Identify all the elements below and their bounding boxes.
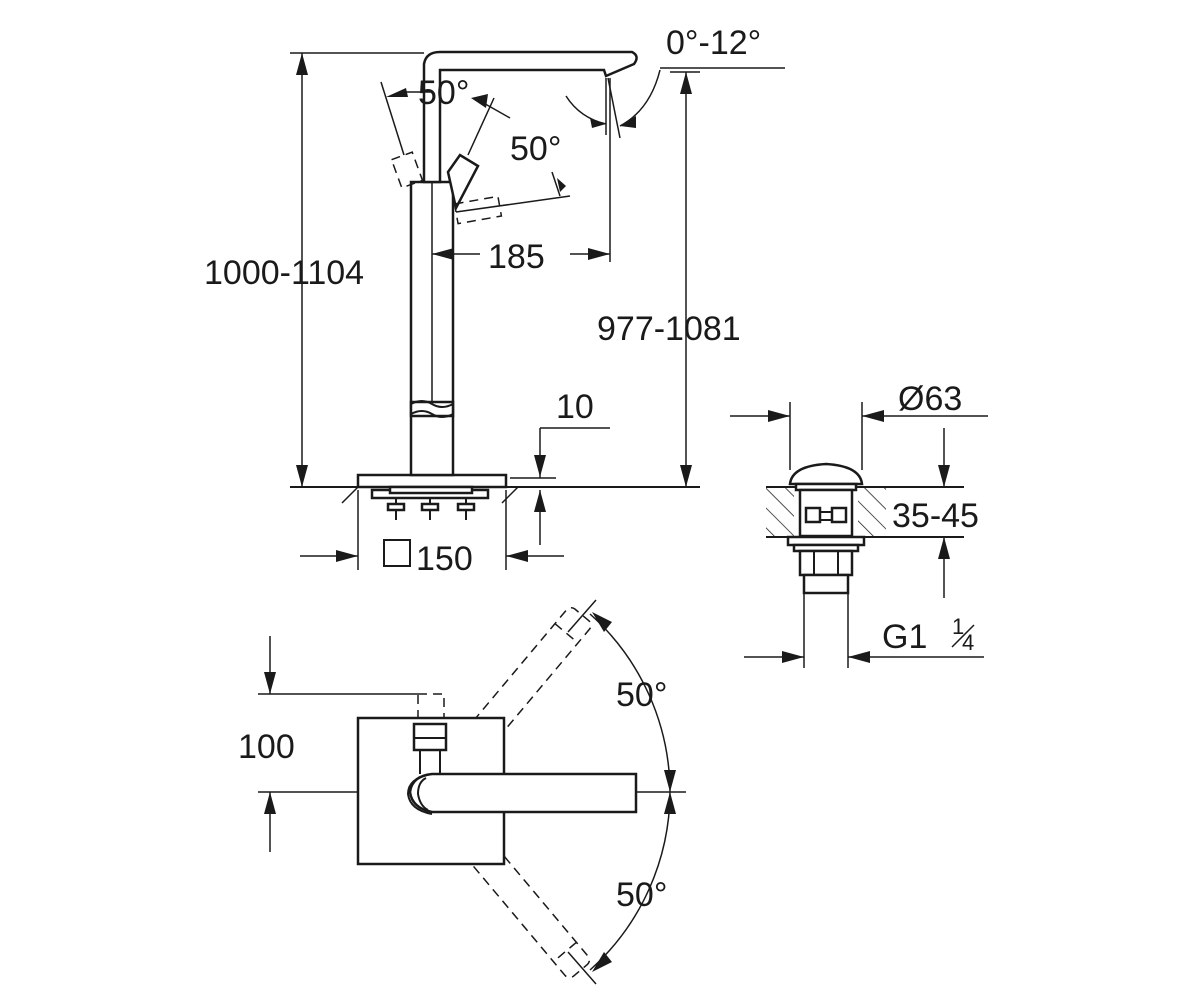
thread-fraction-denominator: 4 [962, 630, 974, 655]
counter-thickness-label: 35-45 [892, 497, 979, 535]
spout-swivel-upper-dashed [422, 606, 592, 801]
lever-angle-left-label: 50° [418, 74, 469, 112]
spout-reach-label: 185 [488, 238, 545, 276]
mounting-bracket [370, 485, 490, 520]
swivel-angle-top-label: 50° [616, 676, 667, 714]
total-height-label: 1000-1104 [204, 254, 364, 292]
lever-alt-right [453, 195, 503, 225]
lever-handle [446, 153, 480, 212]
base-size-label: 150 [416, 540, 473, 578]
swivel-angle-bottom-label: 50° [616, 876, 667, 914]
spout-top [408, 772, 638, 814]
lever-angle-right-label: 50° [510, 130, 561, 168]
lever-alt-left [390, 151, 424, 189]
top-plan-view: 100 50° 50° [238, 599, 686, 985]
counter-section-left [766, 487, 794, 537]
thread-fraction-numerator: 1 [952, 614, 964, 639]
spout-tilt-label: 0°-12° [666, 24, 761, 62]
floor-hatch [341, 486, 519, 504]
base-plate [356, 473, 508, 489]
spout-swivel-lower-dashed [421, 784, 591, 979]
side-elevation-view: 1000-1104 977-1081 185 50° 50° 0°-12° 10… [204, 24, 785, 578]
square-symbol-icon [383, 539, 411, 567]
faucet-column [409, 180, 455, 477]
thread-size-label: G1 [882, 618, 927, 656]
waste-thread-tail [802, 573, 850, 595]
waste-cap [788, 462, 864, 486]
base-offset-label: 10 [556, 388, 594, 426]
faucet-spout [422, 50, 638, 184]
top-offset-label: 100 [238, 728, 295, 766]
waste-section-view: Ø63 35-45 G1 1 4 [730, 380, 988, 668]
waste-nut [798, 549, 854, 577]
spout-height-label: 977-1081 [597, 310, 741, 348]
counter-section-right [858, 487, 886, 537]
waste-diameter-label: Ø63 [898, 380, 962, 418]
lever-top-dashed [417, 693, 445, 719]
thread-fraction-bar [951, 624, 975, 648]
